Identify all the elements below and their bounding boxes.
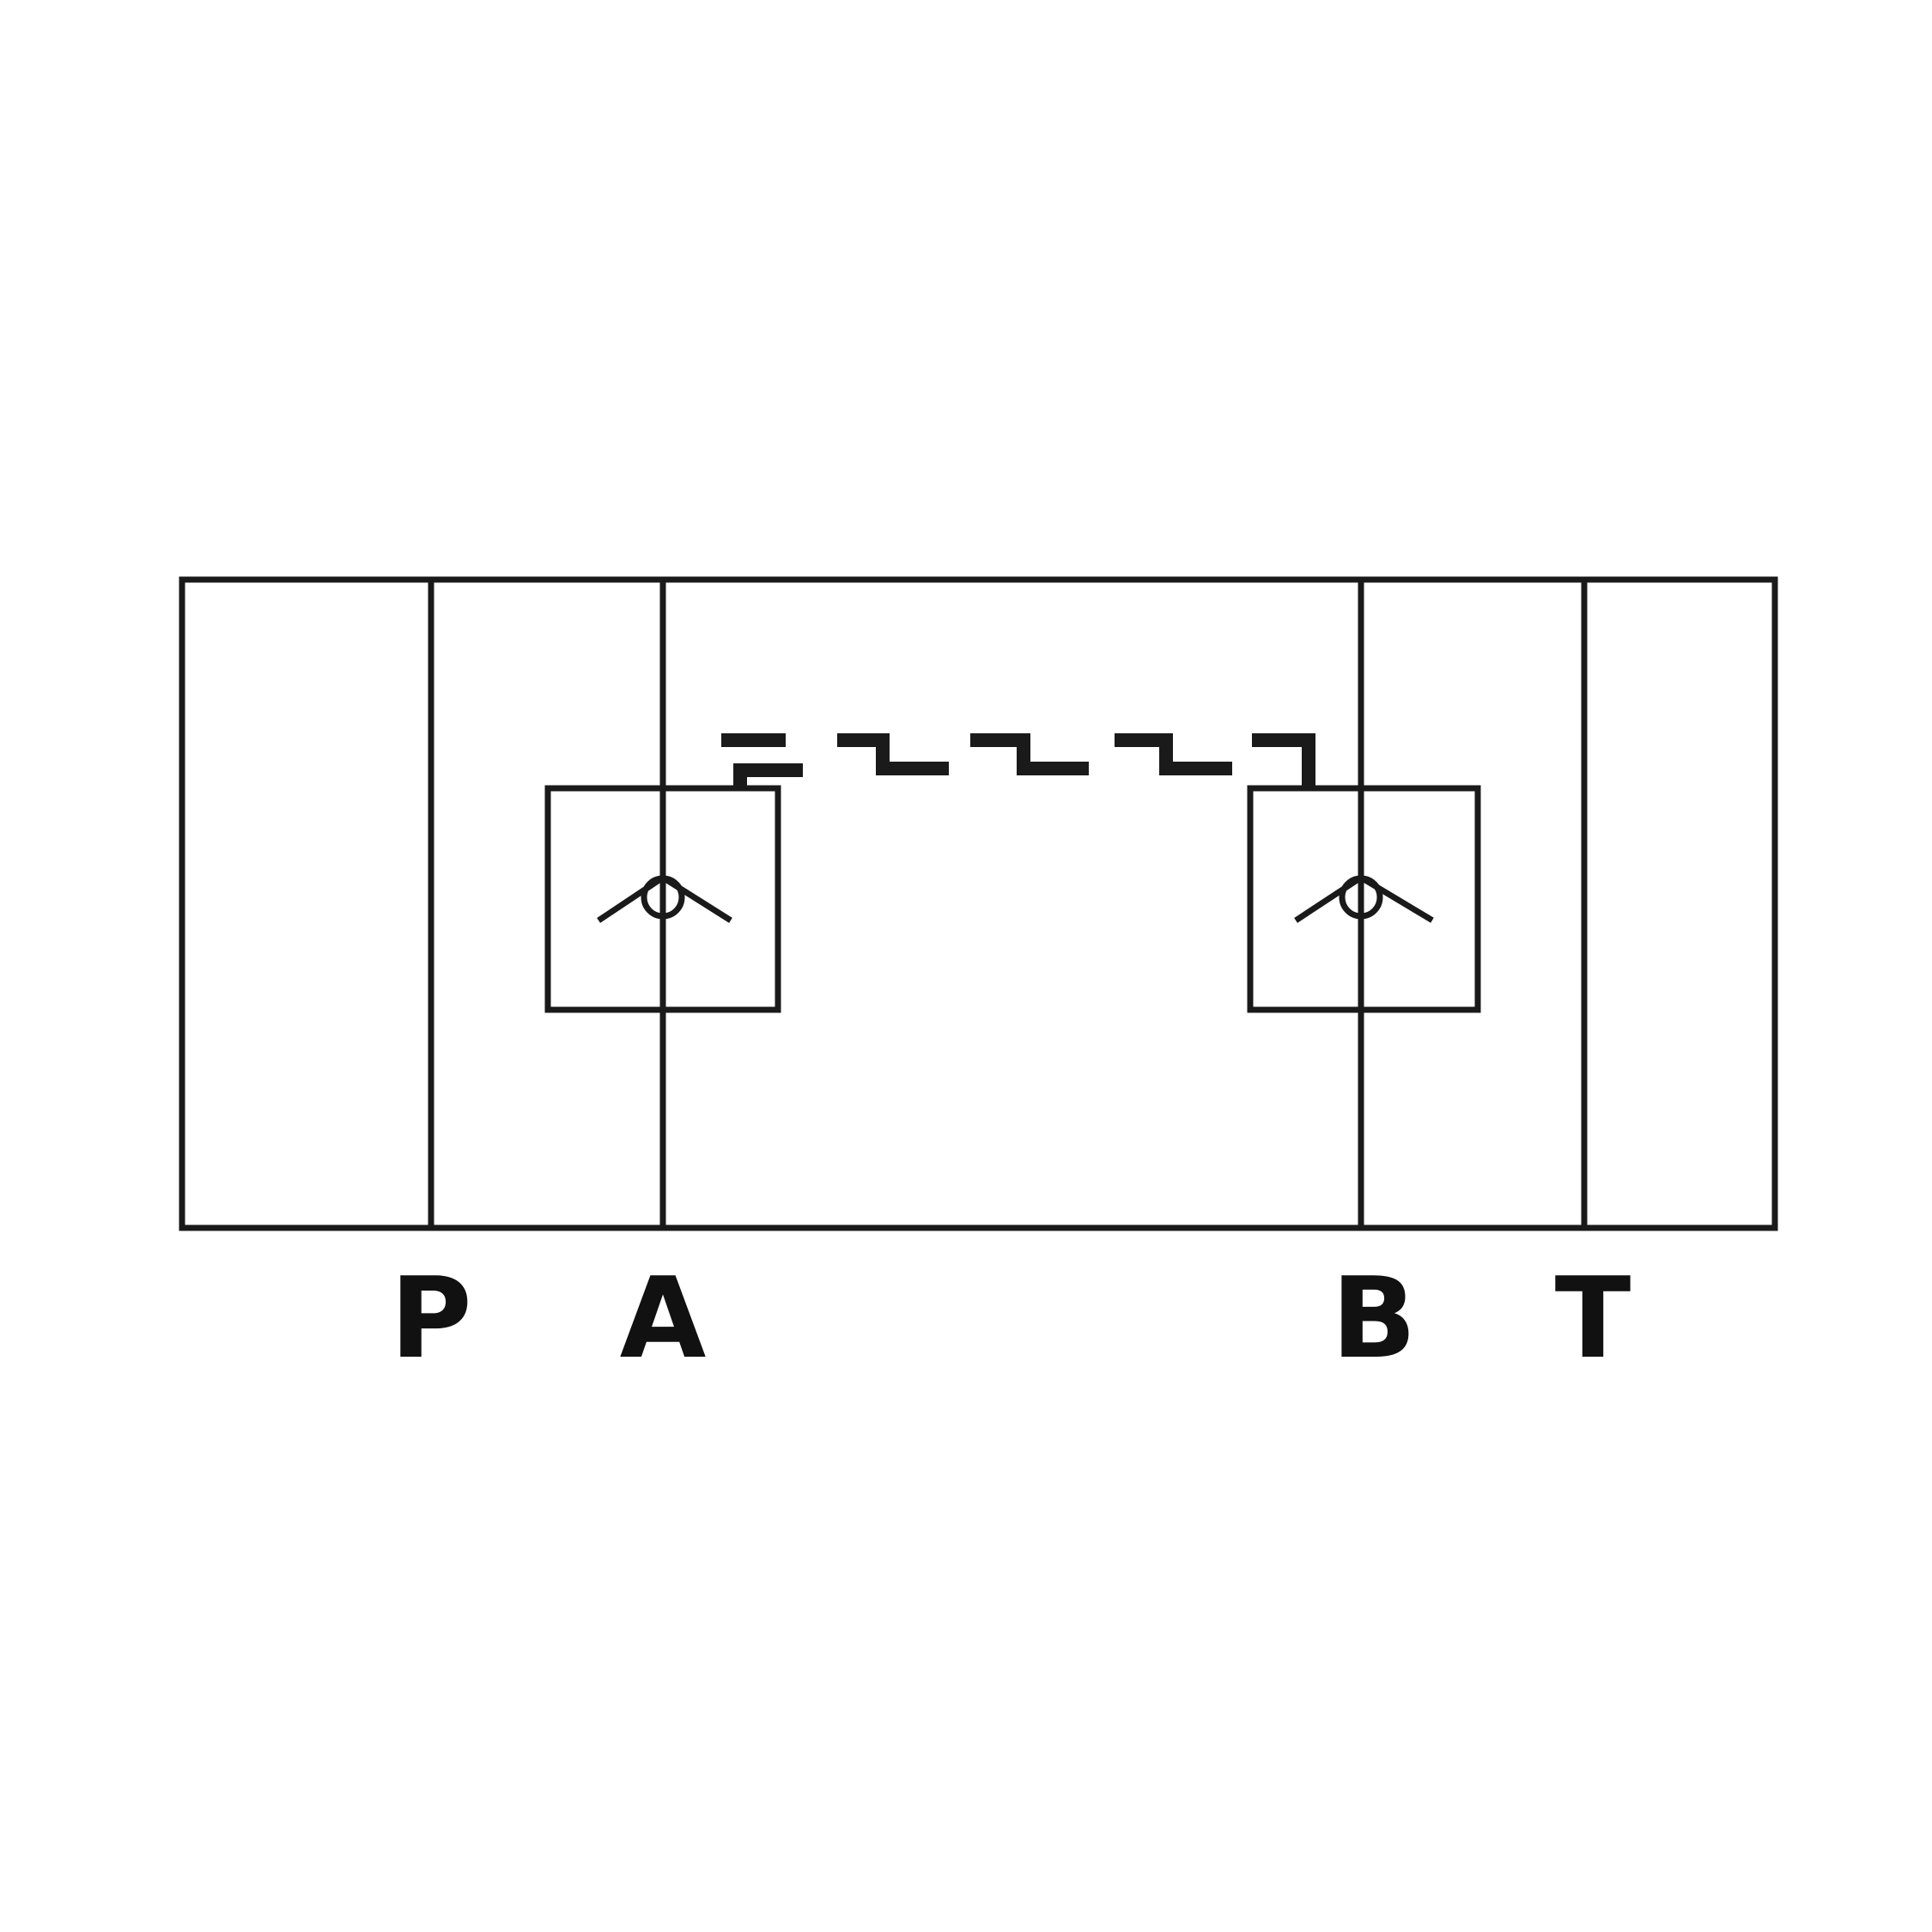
port-label-b: B: [1331, 1253, 1416, 1383]
check-valve-a-ball: [641, 875, 685, 920]
check-valve-b-ball: [1339, 875, 1383, 920]
check-valve-b-housing: [1247, 785, 1481, 1013]
check-valve-b-symbol: [1294, 873, 1434, 923]
pilot-line-dash-1: [837, 733, 949, 775]
port-label-a: A: [620, 1253, 707, 1383]
port-label-t: T: [1555, 1253, 1631, 1383]
pilot-line-right-drop: [1252, 733, 1315, 788]
pilot-line-dash-2: [970, 733, 1089, 775]
pilot-line-left-drop: [733, 763, 803, 788]
valve-body: [179, 576, 1778, 1231]
pilot-line: [721, 733, 1315, 788]
check-valve-a-symbol: [597, 873, 732, 923]
check-valve-a-housing: [544, 785, 781, 1013]
pilot-line-dash-3: [1115, 733, 1232, 775]
port-label-p: P: [390, 1253, 471, 1383]
